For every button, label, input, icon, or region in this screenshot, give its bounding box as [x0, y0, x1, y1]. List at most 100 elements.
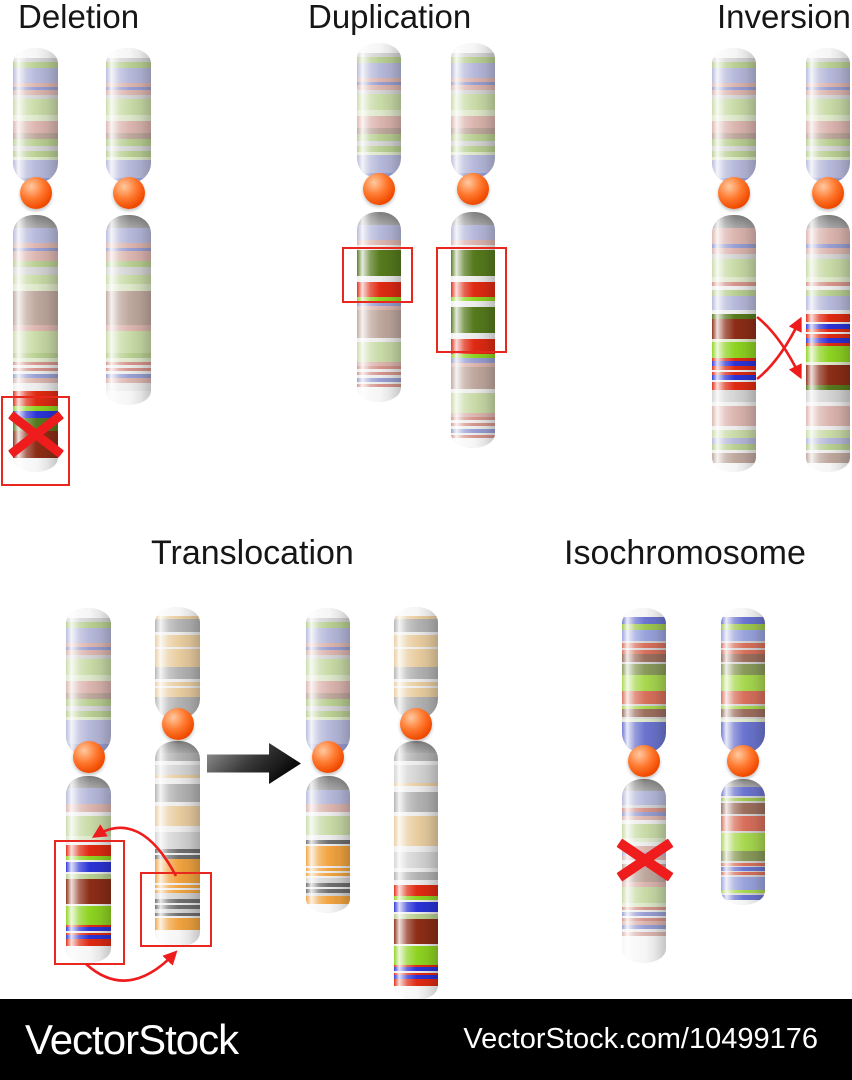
chromosome-band-iolv	[721, 664, 765, 675]
translocation-chromosome-b-after-lower-arm	[394, 741, 438, 1000]
chromosome-band-gry	[451, 141, 495, 146]
chromosome-band-org	[155, 885, 200, 888]
chromosome-band-grn	[622, 887, 666, 903]
chromosome-band-lav	[106, 68, 151, 83]
chromosome-band-dome	[394, 741, 438, 753]
chromosome-band-cap	[106, 391, 151, 405]
chromosome-band-dome	[155, 741, 200, 753]
chromosome-band-brn	[712, 133, 756, 139]
chromosome-band-lav	[357, 63, 401, 78]
chromosome-band-grn	[712, 259, 756, 277]
chromosome-band-grn	[806, 99, 850, 115]
chromosome-band-grn2	[66, 699, 111, 706]
chromosome-band-pnk	[306, 643, 350, 647]
chromosome-band-red	[451, 282, 495, 297]
chromosome-band-grn2	[106, 353, 151, 358]
chromosome-band-sal	[13, 368, 58, 371]
chromosome-band-pnk	[622, 882, 666, 887]
chromosome-band-gry	[106, 58, 151, 62]
chromosome-band-grn2	[13, 261, 58, 267]
chromosome-band-cap	[357, 43, 401, 53]
chromosome-band-pnk	[66, 643, 111, 647]
chromosome-band-dome	[451, 212, 495, 225]
chromosome-band-grn2	[66, 622, 111, 628]
chromosome-band-grn	[106, 99, 151, 115]
duplication-chromosome-after-centromere	[457, 173, 489, 205]
chromosome-band-dome	[357, 212, 401, 225]
chromosome-band-tan	[155, 649, 200, 667]
deletion-chromosome-after-upper-arm	[106, 48, 151, 183]
chromosome-band-pnk	[806, 406, 850, 426]
chromosome-band-org	[306, 846, 350, 866]
chromosome-band-lav	[622, 791, 666, 805]
chromosome-band-mgry	[394, 872, 438, 880]
chromosome-band-pnk	[806, 228, 850, 244]
inversion-chromosome-after-lower-arm	[806, 215, 850, 472]
chromosome-band-mgry	[155, 697, 200, 712]
chromosome-band-red	[394, 885, 438, 896]
chromosome-band-sal	[451, 417, 495, 420]
chromosome-band-dome	[806, 215, 850, 228]
chromosome-band-grn2	[106, 261, 151, 267]
section-title-inversion: Inversion	[717, 0, 851, 35]
isochromosome-chromosome-mirror-upper-arm	[721, 608, 765, 753]
chromosome-band-sal	[13, 362, 58, 365]
chromosome-band-pgrn	[357, 152, 401, 155]
chromosome-band-bg	[622, 820, 666, 824]
chromosome-band-lav2	[306, 647, 350, 650]
chromosome-band-igrn	[721, 798, 765, 801]
chromosome-band-blu	[13, 411, 58, 418]
section-title-duplication: Duplication	[308, 0, 472, 35]
chromosome-band-bg	[155, 802, 200, 806]
translocation-chromosome-b-after-centromere	[400, 708, 432, 740]
chromosome-band-pgrn	[712, 115, 756, 121]
chromosome-band-gry	[712, 58, 756, 62]
chromosome-band-brn	[306, 693, 350, 699]
chromosome-band-pnk	[66, 650, 111, 655]
chromosome-band-pnk	[451, 116, 495, 128]
chromosome-band-bg	[155, 679, 200, 682]
chromosome-band-mgry	[394, 619, 438, 632]
chromosome-band-pnk	[806, 90, 850, 95]
chromosome-band-lav2	[622, 925, 666, 929]
chromosome-band-iblu	[622, 617, 666, 624]
chromosome-band-bg	[394, 812, 438, 816]
chromosome-band-lav2	[622, 912, 666, 916]
chromosome-band-cap	[66, 608, 111, 618]
chromosome-band-lav2	[357, 378, 401, 382]
chromosome-band-sal	[712, 282, 756, 286]
chromosome-band-dgry	[306, 883, 350, 887]
chromosome-band-grn2	[13, 139, 58, 146]
chromosome-band-blu	[712, 375, 756, 380]
chromosome-band-ilim	[622, 675, 666, 691]
chromosome-band-pgrn	[106, 157, 151, 160]
chromosome-band-bg	[106, 365, 151, 368]
chromosome-band-bg	[306, 871, 350, 873]
chromosome-band-gry	[721, 866, 765, 867]
chromosome-band-dgry	[155, 849, 200, 853]
chromosome-band-bg	[13, 365, 58, 368]
chromosome-band-grn2	[451, 134, 495, 141]
chromosome-band-isal	[721, 872, 765, 875]
deletion-chromosome-original-upper-arm	[13, 48, 58, 183]
chromosome-band-grn	[712, 99, 756, 115]
chromosome-band-pgrn	[13, 157, 58, 160]
deletion-chromosome-original-lower-arm	[13, 215, 58, 472]
chromosome-band-red	[712, 366, 756, 370]
chromosome-band-bg	[451, 426, 495, 429]
chromosome-band-brn	[13, 291, 58, 325]
translocation-chromosome-a-before-centromere	[72, 741, 105, 773]
isochromosome-chromosome-mirror-centromere	[727, 745, 759, 777]
chromosome-band-igrn	[622, 624, 666, 630]
chromosome-band-lav	[806, 296, 850, 310]
chromosome-band-pgrn	[66, 836, 111, 841]
chromosome-band-gry	[306, 878, 350, 883]
chromosome-band-bg	[357, 382, 401, 384]
chromosome-band-grn	[712, 430, 756, 438]
chromosome-band-pnk	[357, 306, 401, 310]
chromosome-band-cap	[306, 904, 350, 913]
chromosome-band-blu	[66, 935, 111, 939]
chromosome-band-dome	[66, 776, 111, 788]
chromosome-band-grn	[357, 94, 401, 110]
chromosome-band-gry	[306, 706, 350, 711]
